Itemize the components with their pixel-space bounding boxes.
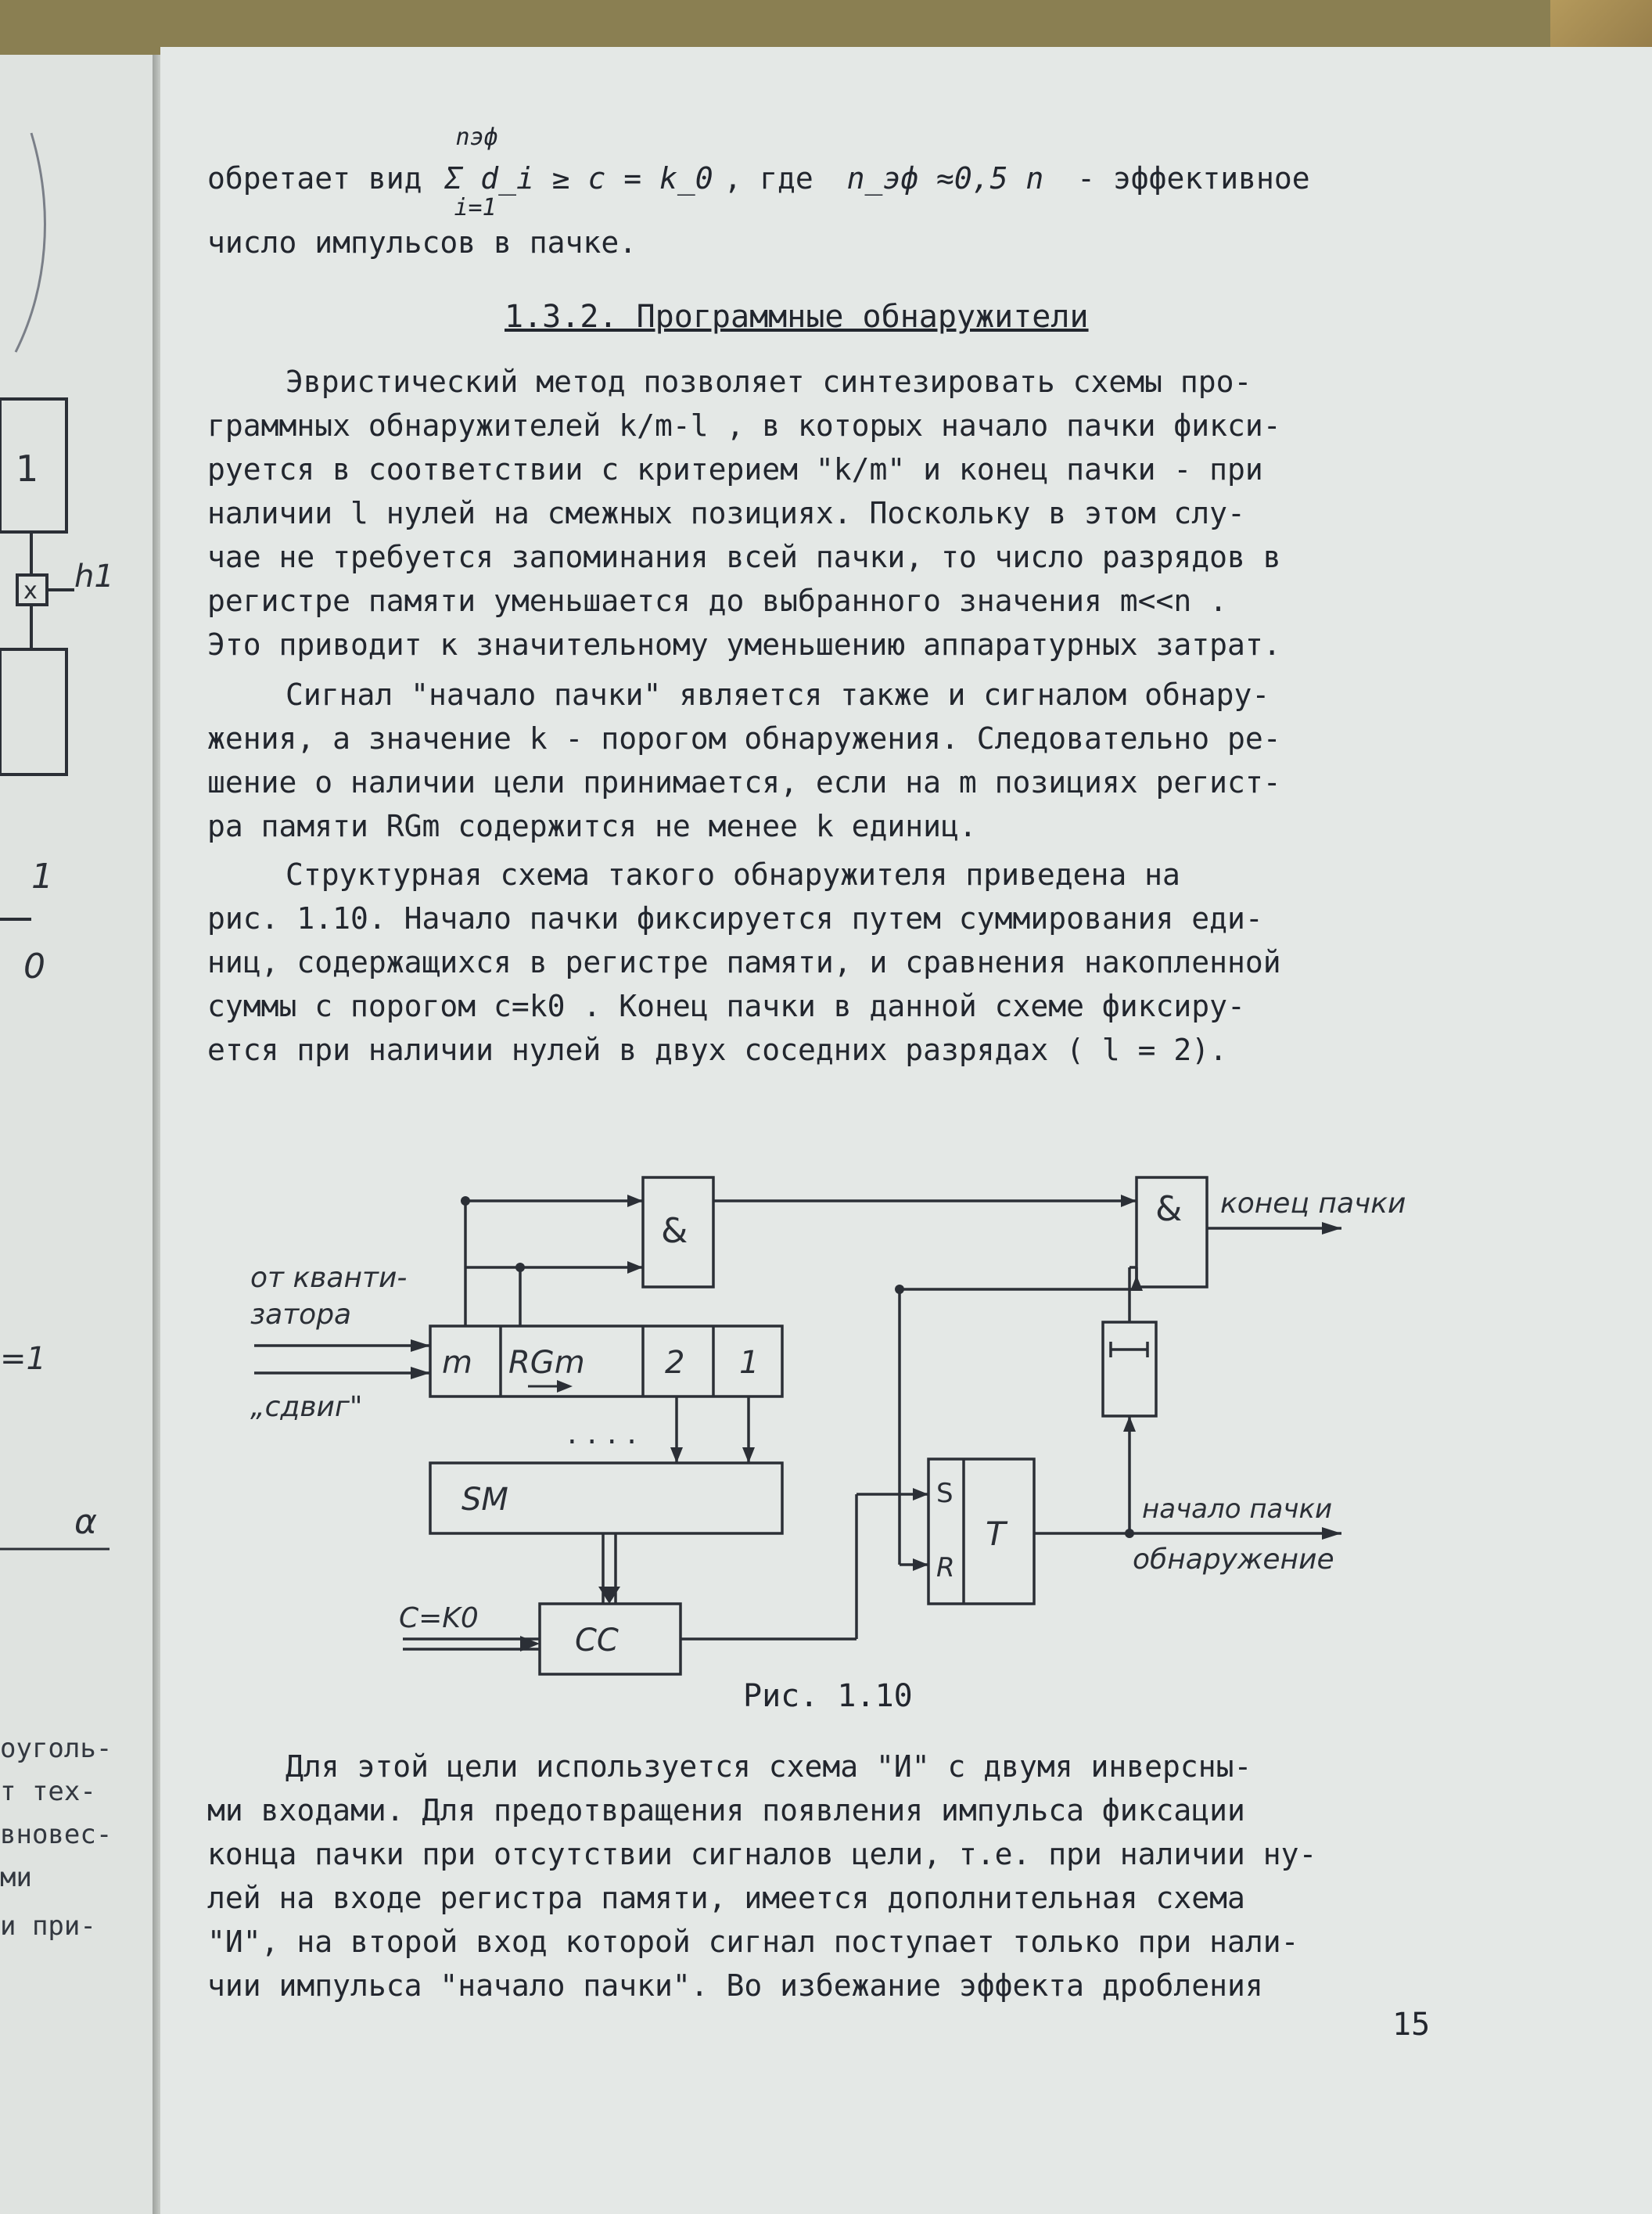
block-diagram: от кванти- затора „сдвиг" m RGm 2 1 . . …: [250, 1176, 1406, 1676]
and-gate-1-label: &: [661, 1211, 688, 1251]
pencil-mark: [14, 132, 46, 353]
sum-lower-limit: i=1: [454, 194, 497, 221]
one-label: 1: [31, 857, 53, 897]
trigger-s-label: S: [936, 1478, 953, 1509]
p1-line: наличии l нулей на смежных позициях. Пос…: [207, 496, 1245, 530]
formula-sum: nэф i=1 Σ d_i ≥ c = k_0: [440, 124, 713, 221]
register-1-label: 1: [739, 1345, 759, 1381]
p2-line: шение о наличии цели принимается, если н…: [207, 765, 1281, 800]
p4-line: лей на входе регистра памяти, имеется до…: [207, 1881, 1245, 1915]
paragraph-3: Структурная схема такого обнаружителя пр…: [207, 853, 1428, 1072]
and-gate-1: [641, 1176, 715, 1289]
delay-block: [1101, 1321, 1158, 1418]
zero-label: 0: [23, 947, 45, 987]
register-dots: . . . .: [567, 1415, 637, 1451]
left-text-4: ми: [0, 1862, 32, 1893]
p1-line: регистре памяти уменьшается до выбранног…: [207, 584, 1228, 618]
p2-line: ра памяти RGm содержится не менее k един…: [207, 809, 977, 843]
h1-label: h1: [74, 559, 114, 595]
arrowheads: [411, 1195, 1341, 1652]
cc-label: CC: [575, 1623, 619, 1659]
paragraph-1: Эвристический метод позволяет синтезиров…: [207, 360, 1428, 667]
formula-neff: n_эф ≈0,5 n: [846, 161, 1044, 196]
start-burst-label: начало пачки: [1142, 1493, 1332, 1525]
alpha-label: α: [74, 1502, 97, 1542]
p1-line: Эвристический метод позволяет синтезиров…: [286, 365, 1252, 399]
paragraph-2: Сигнал "начало пачки" является также и с…: [207, 673, 1428, 848]
p2-line: жения, а значение k - порогом обнаружени…: [207, 721, 1281, 756]
p4-line: конца пачки при отсутствии сигналов цели…: [207, 1837, 1317, 1871]
p3-line: Структурная схема такого обнаружителя пр…: [286, 857, 1180, 892]
book-gutter: [153, 55, 162, 2214]
eq-label: =1: [0, 1341, 46, 1377]
paragraph-4: Для этой цели используется схема "И" с д…: [207, 1745, 1428, 2007]
junction-dots: [461, 1196, 1134, 1538]
section-heading: 1.3.2. Программные обнаружители: [505, 299, 1089, 335]
block-1: [0, 397, 68, 534]
trigger-r-label: R: [936, 1552, 955, 1583]
input-label-bottom: затора: [250, 1299, 351, 1331]
left-page-diagram: 1 x h1 1 0 =1 α: [0, 132, 114, 1551]
register-2-label: 2: [665, 1345, 684, 1381]
p4-line: чии импульса "начало пачки". Во избежани…: [207, 1968, 1263, 2003]
shift-register: [429, 1324, 784, 1398]
detection-label: обнаружение: [1133, 1544, 1334, 1576]
p3-line: рис. 1.10. Начало пачки фиксируется путе…: [207, 901, 1263, 936]
book-page: обретает вид nэф i=1 Σ d_i ≥ c = k_0 , г…: [160, 47, 1652, 2214]
left-text-1: оуголь-: [0, 1733, 113, 1764]
register-m-label: m: [442, 1345, 472, 1381]
and-gate-2: [1135, 1176, 1208, 1289]
formula-where: , где: [724, 161, 813, 196]
register-rg-label: RGm: [508, 1345, 585, 1381]
p2-line: Сигнал "начало пачки" является также и с…: [286, 677, 1270, 712]
p4-line: Для этой цели используется схема "И" с д…: [286, 1749, 1252, 1784]
trigger-block: [927, 1457, 1036, 1605]
p1-line: граммных обнаружителей k/m-l , в которых…: [207, 408, 1281, 443]
sum-body: Σ d_i ≥ c = k_0: [444, 161, 713, 196]
formula-prefix: обретает вид: [207, 161, 422, 196]
p4-line: "И", на второй вход которой сигнал посту…: [207, 1925, 1299, 1959]
page-number: 15: [1392, 2007, 1431, 2043]
left-page: 1 x h1 1 0 =1 α оуголь- т тех- вновес- м…: [0, 55, 157, 2214]
p3-line: ниц, содержащихся в регистре памяти, и с…: [207, 945, 1281, 979]
block-1-label: 1: [16, 447, 38, 490]
p1-line: руется в соответствии с критерием "k/m" …: [207, 452, 1263, 487]
sm-label: SM: [461, 1482, 508, 1518]
block-2: [0, 648, 68, 776]
p1-line: чае не требуется запоминания всей пачки,…: [207, 540, 1281, 574]
left-text-2: т тех-: [0, 1776, 96, 1807]
adder-block: [429, 1461, 784, 1535]
p1-line: Это приводит к значительному уменьшению …: [207, 627, 1281, 662]
end-burst-label: конец пачки: [1220, 1188, 1406, 1220]
figure-caption: Рис. 1.10: [743, 1678, 913, 1714]
shift-label: „сдвиг": [250, 1391, 362, 1423]
threshold-label: C=K0: [399, 1602, 479, 1634]
p3-line: ется при наличии нулей в двух соседних р…: [207, 1033, 1228, 1067]
left-text-3: вновес-: [0, 1819, 113, 1850]
multiplier-label: x: [23, 577, 38, 605]
formula-suffix: - эффективное: [1077, 161, 1310, 196]
and-gate-2-label: &: [1155, 1189, 1182, 1229]
sum-upper-limit: nэф: [455, 124, 498, 151]
p3-line: суммы с порогом c=k0 . Конец пачки в дан…: [207, 989, 1245, 1023]
formula-line: обретает вид nэф i=1 Σ d_i ≥ c = k_0 , г…: [207, 124, 1428, 221]
left-text-5: и при-: [0, 1910, 96, 1942]
input-label-top: от кванти-: [250, 1262, 407, 1294]
p4-line: ми входами. Для предотвращения появления…: [207, 1793, 1245, 1828]
formula-line-2: число импульсов в пачке.: [207, 225, 637, 260]
trigger-t-label: T: [986, 1515, 1008, 1553]
